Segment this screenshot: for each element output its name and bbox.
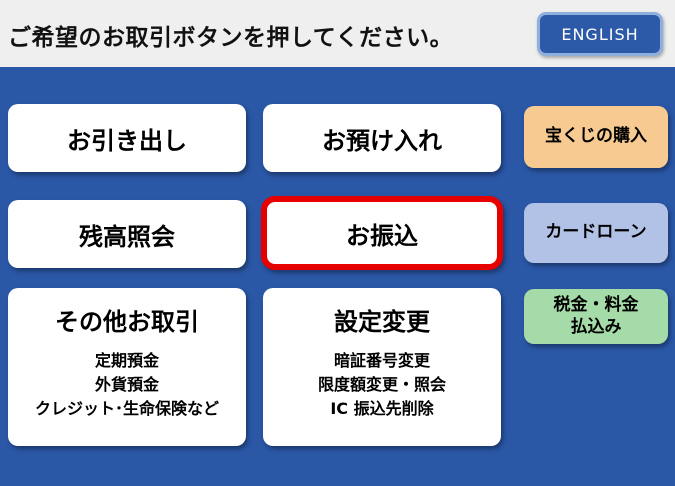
withdraw-button[interactable]: お引き出し <box>8 104 246 172</box>
settings-item-limit-change: 限度額変更・照会 <box>317 375 446 394</box>
balance-inquiry-button[interactable]: 残高照会 <box>8 200 246 268</box>
card-loan-button[interactable]: カードローン <box>524 203 668 263</box>
other-transactions-button[interactable]: その他お取引 定期預金 外貨預金 クレジット･生命保険など <box>8 288 246 446</box>
header-prompt-text: ご希望のお取引ボタンを押してください。 <box>8 25 454 51</box>
lottery-purchase-button[interactable]: 宝くじの購入 <box>524 106 668 168</box>
english-language-button[interactable]: ENGLISH <box>537 12 663 56</box>
settings-change-sublist: 暗証番号変更 限度額変更・照会 IC 振込先削除 <box>318 349 446 421</box>
other-item-time-deposit: 定期預金 <box>94 351 159 370</box>
other-transactions-sublist: 定期預金 外貨預金 クレジット･生命保険など <box>35 349 219 421</box>
tax-fee-payment-line1: 税金・料金 <box>553 295 639 316</box>
other-transactions-title: その他お取引 <box>55 308 199 336</box>
tax-fee-payment-line2: 払込み <box>570 316 622 337</box>
settings-item-pin-change: 暗証番号変更 <box>333 351 430 370</box>
settings-item-ic-delete: IC 振込先削除 <box>330 399 434 418</box>
other-item-foreign-currency: 外貨預金 <box>94 375 159 394</box>
deposit-button[interactable]: お預け入れ <box>263 104 501 172</box>
settings-change-title: 設定変更 <box>334 308 430 336</box>
other-item-credit-insurance: クレジット･生命保険など <box>34 399 219 418</box>
transfer-button-highlighted[interactable]: お振込 <box>261 196 503 270</box>
settings-change-button[interactable]: 設定変更 暗証番号変更 限度額変更・照会 IC 振込先削除 <box>263 288 501 446</box>
tax-fee-payment-button[interactable]: 税金・料金 払込み <box>524 289 668 344</box>
